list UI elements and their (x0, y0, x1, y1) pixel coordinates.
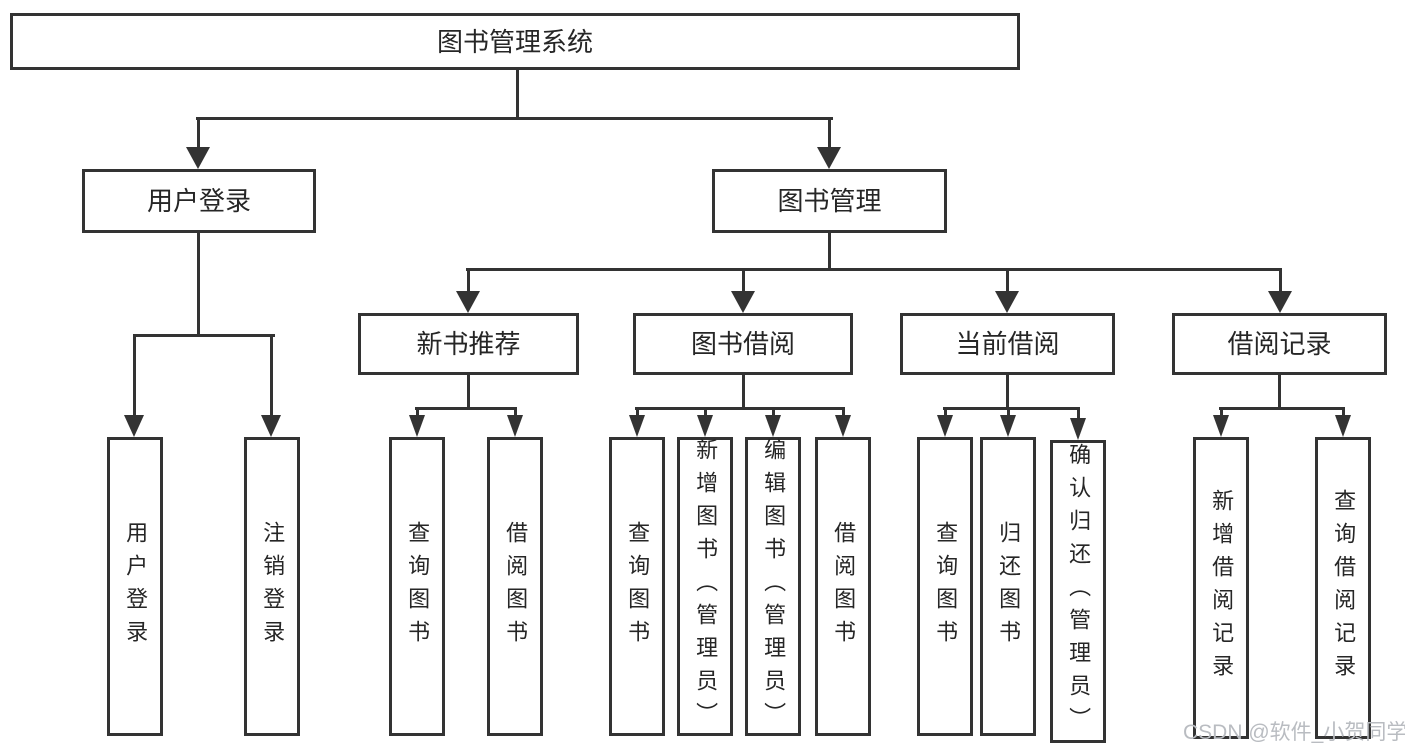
leaf-borrowing-edit-books-admin-label: 编辑图书（管理员） (761, 438, 787, 735)
connector-leaf-shaft (133, 337, 136, 420)
arrow-down-icon (995, 291, 1019, 313)
node-book-management-label: 图书管理 (777, 186, 882, 216)
arrow-down-icon (817, 147, 841, 169)
leaf-records-add-record: 新增借阅记录 (1193, 437, 1249, 739)
node-library-management-system-label: 图书管理系统 (436, 26, 593, 57)
connector-borrowing-rail (635, 407, 845, 410)
connector-book-management-stub (828, 233, 831, 271)
connector-recommend-rail (415, 407, 517, 410)
arrow-down-icon (1213, 415, 1229, 437)
connector-recommend-stub (467, 375, 470, 410)
connector-records-rail (1219, 407, 1345, 410)
arrow-down-icon (409, 415, 425, 437)
leaf-logout-label: 注销登录 (260, 520, 286, 653)
arrow-down-icon (937, 415, 953, 437)
connector-current-stub (1006, 375, 1009, 410)
connector-leaf-shaft (1077, 410, 1080, 423)
leaf-current-return-books: 归还图书 (980, 437, 1036, 736)
leaf-borrowing-query-books-label: 查询图书 (625, 520, 651, 653)
node-library-management-system: 图书管理系统 (10, 13, 1020, 70)
leaf-recommend-borrow-books: 借阅图书 (487, 437, 543, 736)
leaf-current-query-books-label: 查询图书 (933, 520, 959, 653)
arrow-down-icon (835, 415, 851, 437)
leaf-user-login: 用户登录 (107, 437, 163, 736)
leaf-records-add-record-label: 新增借阅记录 (1209, 489, 1235, 687)
node-new-book-recommendation: 新书推荐 (358, 313, 579, 375)
arrow-down-icon (1268, 291, 1292, 313)
leaf-borrowing-add-books-admin: 新增图书（管理员） (677, 437, 733, 736)
node-current-borrowing: 当前借阅 (900, 313, 1115, 375)
node-user-login: 用户登录 (82, 169, 316, 233)
connector-current-rail (943, 407, 1080, 410)
leaf-recommend-borrow-books-label: 借阅图书 (503, 520, 529, 653)
arrow-down-icon (1000, 415, 1016, 437)
connector-leaf-shaft (270, 337, 273, 420)
leaf-current-confirm-return-admin-label: 确认归还（管理员） (1066, 443, 1092, 740)
node-borrowing-records: 借阅记录 (1172, 313, 1387, 375)
connector-book-management-shaft (828, 120, 831, 150)
leaf-borrowing-query-books: 查询图书 (609, 437, 665, 736)
node-user-login-label: 用户登录 (146, 186, 251, 216)
arrow-down-icon (124, 415, 144, 437)
arrow-down-icon (765, 415, 781, 437)
connector-borrowing-stub (742, 375, 745, 410)
node-current-borrowing-label: 当前借阅 (955, 329, 1060, 359)
connector-level3-shaft (1279, 271, 1282, 296)
connector-user-login-stub (197, 233, 200, 337)
leaf-borrowing-edit-books-admin: 编辑图书（管理员） (745, 437, 801, 736)
arrow-down-icon (186, 147, 210, 169)
connector-records-stub (1278, 375, 1281, 410)
leaf-borrowing-borrow-books-label: 借阅图书 (831, 520, 857, 653)
node-book-borrowing-label: 图书借阅 (690, 329, 795, 359)
connector-level2-rail (196, 117, 833, 120)
node-new-book-recommendation-label: 新书推荐 (416, 329, 521, 359)
node-borrowing-records-label: 借阅记录 (1227, 329, 1332, 359)
arrow-down-icon (507, 415, 523, 437)
connector-root-stub (516, 70, 519, 118)
arrow-down-icon (456, 291, 480, 313)
leaf-borrowing-borrow-books: 借阅图书 (815, 437, 871, 736)
arrow-down-icon (629, 415, 645, 437)
node-book-borrowing: 图书借阅 (633, 313, 853, 375)
leaf-records-query-record: 查询借阅记录 (1315, 437, 1371, 739)
node-book-management: 图书管理 (712, 169, 947, 233)
leaf-borrowing-add-books-admin-label: 新增图书（管理员） (693, 438, 719, 735)
leaf-records-query-record-label: 查询借阅记录 (1331, 489, 1357, 687)
leaf-recommend-query-books-label: 查询图书 (405, 520, 431, 653)
arrow-down-icon (1335, 415, 1351, 437)
connector-level3-rail (466, 268, 1282, 271)
connector-user-login-rail (133, 334, 275, 337)
arrow-down-icon (731, 291, 755, 313)
leaf-current-return-books-label: 归还图书 (996, 520, 1022, 653)
leaf-user-login-label: 用户登录 (123, 520, 149, 653)
connector-level3-shaft (467, 271, 470, 296)
arrow-down-icon (261, 415, 281, 437)
leaf-current-query-books: 查询图书 (917, 437, 973, 736)
leaf-logout: 注销登录 (244, 437, 300, 736)
arrow-down-icon (1070, 418, 1086, 440)
leaf-recommend-query-books: 查询图书 (389, 437, 445, 736)
connector-user-login-shaft (197, 120, 200, 150)
connector-level3-shaft (742, 271, 745, 296)
csdn-watermark: CSDN @软件_小贺同学 (1183, 721, 1405, 744)
connector-level3-shaft (1006, 271, 1009, 296)
arrow-down-icon (697, 415, 713, 437)
leaf-current-confirm-return-admin: 确认归还（管理员） (1050, 440, 1106, 743)
